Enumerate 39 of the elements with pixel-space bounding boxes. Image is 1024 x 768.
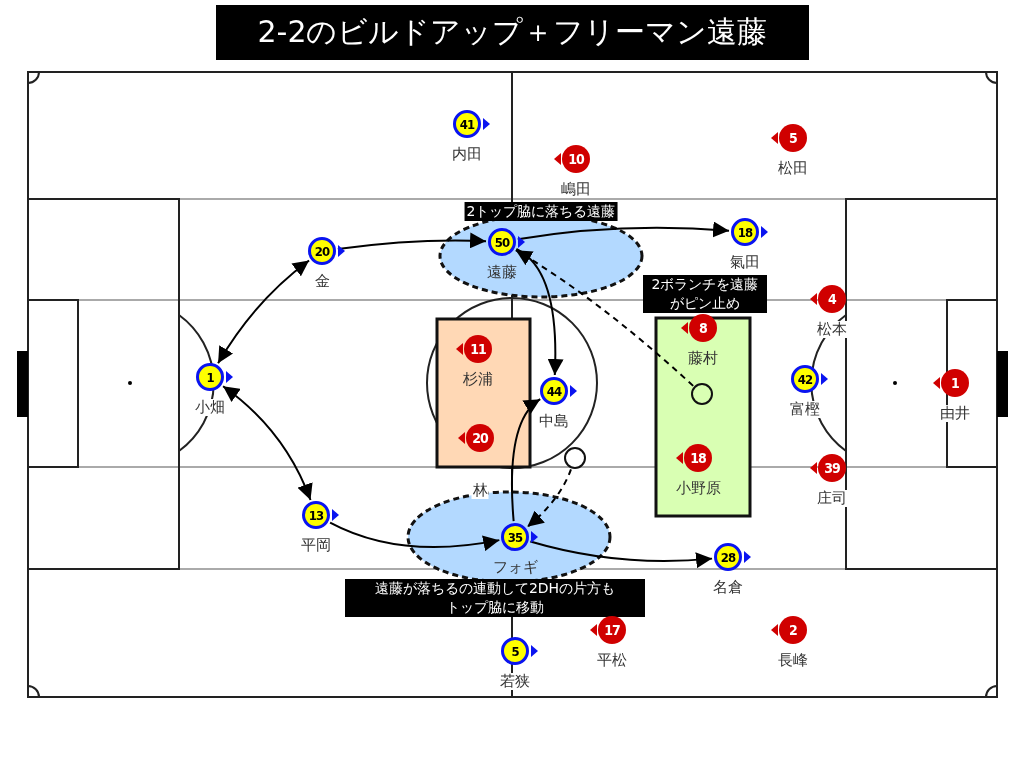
callout-text: 2ボランチを遠藤がピン止め	[643, 275, 767, 313]
player-name: 金	[313, 273, 331, 290]
player-name: 小野原	[674, 480, 722, 497]
player-name: 名倉	[712, 579, 744, 596]
player-name: 中島	[538, 413, 570, 430]
player-name: 由井	[939, 405, 971, 422]
arrow	[515, 247, 564, 376]
arrow	[529, 540, 714, 568]
arrow	[329, 521, 501, 551]
player-name: 藤村	[687, 350, 719, 367]
player-name: 林	[471, 482, 489, 499]
player-name: 氣田	[729, 254, 761, 271]
player-name: 松本	[816, 321, 848, 338]
player-name: 嶋田	[560, 181, 592, 198]
player-name: 若狭	[499, 673, 531, 690]
player-name: 長峰	[777, 652, 809, 669]
arrow	[217, 259, 311, 365]
arrow	[222, 385, 313, 501]
player-name: 庄司	[816, 490, 848, 507]
callout-text: 遠藤が落ちるの連動して2DHの片方もトップ脇に移動	[345, 579, 645, 617]
player-name: フォギ	[491, 559, 539, 576]
player-name: 平松	[596, 652, 628, 669]
highlight-box	[643, 275, 767, 516]
empty-circle	[564, 447, 586, 469]
arrow	[511, 398, 542, 523]
zone-ellipse	[440, 202, 642, 298]
player-name: 平岡	[300, 537, 332, 554]
player-name: 小畑	[194, 399, 226, 416]
arrow	[526, 468, 572, 528]
arrow	[514, 249, 695, 387]
player-name: 内田	[451, 146, 483, 163]
empty-circle	[691, 383, 713, 405]
highlight-box	[437, 319, 530, 467]
player-name: 杉浦	[462, 371, 494, 388]
title: 2-2のビルドアップ＋フリーマン遠藤	[216, 5, 809, 60]
player-name: 松田	[777, 160, 809, 177]
player-name: 遠藤	[486, 264, 518, 281]
callout-text: 2トップ脇に落ちる遠藤	[464, 202, 618, 221]
player-name: 富樫	[789, 401, 821, 418]
